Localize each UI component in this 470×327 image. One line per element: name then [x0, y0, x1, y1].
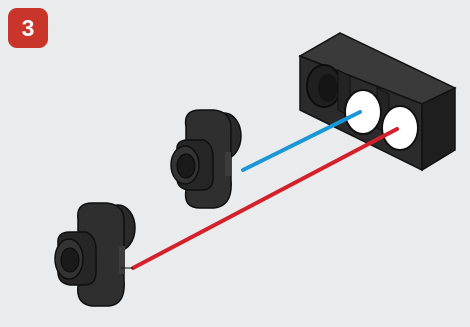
bushing-icon: [54, 202, 136, 307]
insertion-guide-line-short: [241, 110, 362, 172]
insertion-guide-line-long: [131, 127, 399, 270]
step-number-badge: 3: [8, 8, 48, 48]
step-number: 3: [21, 14, 35, 41]
connector-block-icon: [298, 32, 457, 172]
target-hole-icon: [381, 105, 419, 151]
target-hole-icon: [344, 89, 382, 135]
bushing-icon: [170, 109, 242, 209]
